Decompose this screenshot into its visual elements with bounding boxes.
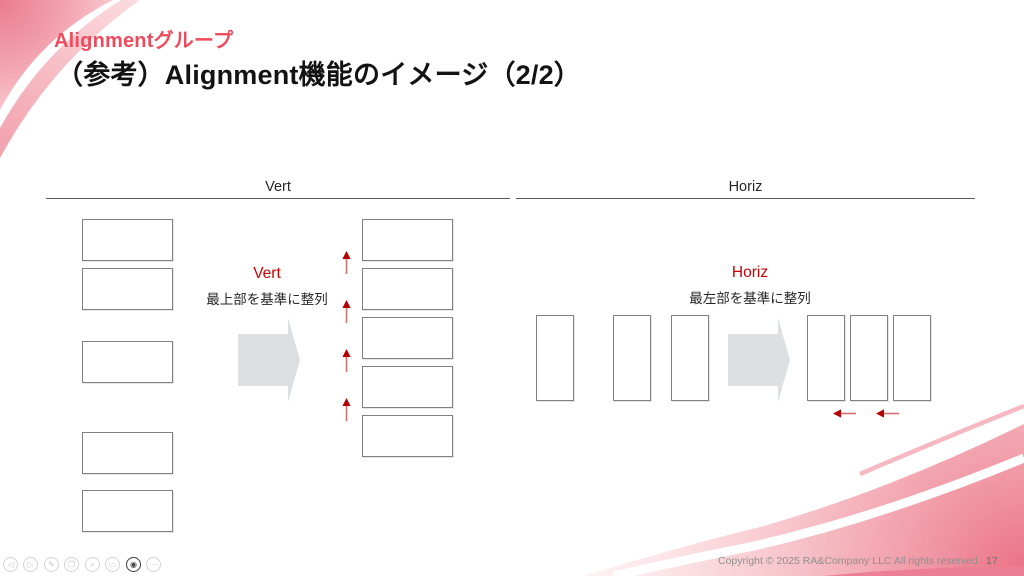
shape-box: [82, 341, 173, 383]
copy-icon[interactable]: ❐: [64, 557, 79, 572]
slide-subtitle: Alignmentグループ: [54, 30, 234, 52]
up-arrow-icon: [342, 300, 351, 323]
vert-section-header: Vert: [265, 179, 291, 195]
horiz-section-divider: [516, 198, 975, 199]
shape-box: [362, 268, 453, 310]
right-block-arrow-icon: [238, 318, 300, 402]
left-arrow-icon: [876, 409, 899, 418]
shape-box: [671, 315, 709, 401]
page-title: （参考）Alignment機能のイメージ（2/2）: [56, 60, 581, 90]
decoration-bottom-right-curves: [584, 403, 1024, 576]
up-arrow-icon: [342, 251, 351, 274]
vert-align-label: Vert: [253, 265, 281, 282]
shape-box: [362, 415, 453, 457]
shape-box: [536, 315, 574, 401]
horiz-align-label: Horiz: [731, 264, 769, 281]
next-icon[interactable]: ▷: [23, 557, 38, 572]
copyright-text: Copyright © 2025 RA&Company LLC All righ…: [718, 555, 981, 567]
right-block-arrow-icon: [728, 318, 790, 402]
left-arrow-icon: [833, 409, 856, 418]
shape-box: [362, 219, 453, 261]
shape-box: [893, 315, 931, 401]
shape-box: [82, 490, 173, 532]
pen-icon[interactable]: ✎: [44, 557, 59, 572]
page-number: 17: [986, 555, 998, 567]
shape-box: [850, 315, 888, 401]
more-icon[interactable]: ⋯: [146, 557, 161, 572]
vert-align-caption: 最上部を基準に整列: [206, 292, 328, 307]
decoration-top-left-curves: [0, 0, 140, 158]
shape-box: [82, 219, 173, 261]
shape-box: [613, 315, 651, 401]
card-icon[interactable]: ▭: [105, 557, 120, 572]
shape-box: [82, 432, 173, 474]
up-arrow-icon: [342, 398, 351, 421]
up-arrow-icon: [342, 349, 351, 372]
vert-section-divider: [46, 198, 510, 199]
shape-box: [362, 366, 453, 408]
search-icon[interactable]: ⌕: [85, 557, 100, 572]
shape-box: [807, 315, 845, 401]
horiz-align-caption: 最左部を基準に整列: [689, 291, 811, 306]
shape-box: [362, 317, 453, 359]
horiz-section-header: Horiz: [728, 179, 763, 195]
camera-icon[interactable]: ◉: [126, 557, 141, 572]
previous-icon[interactable]: ◁: [3, 557, 18, 572]
shape-box: [82, 268, 173, 310]
